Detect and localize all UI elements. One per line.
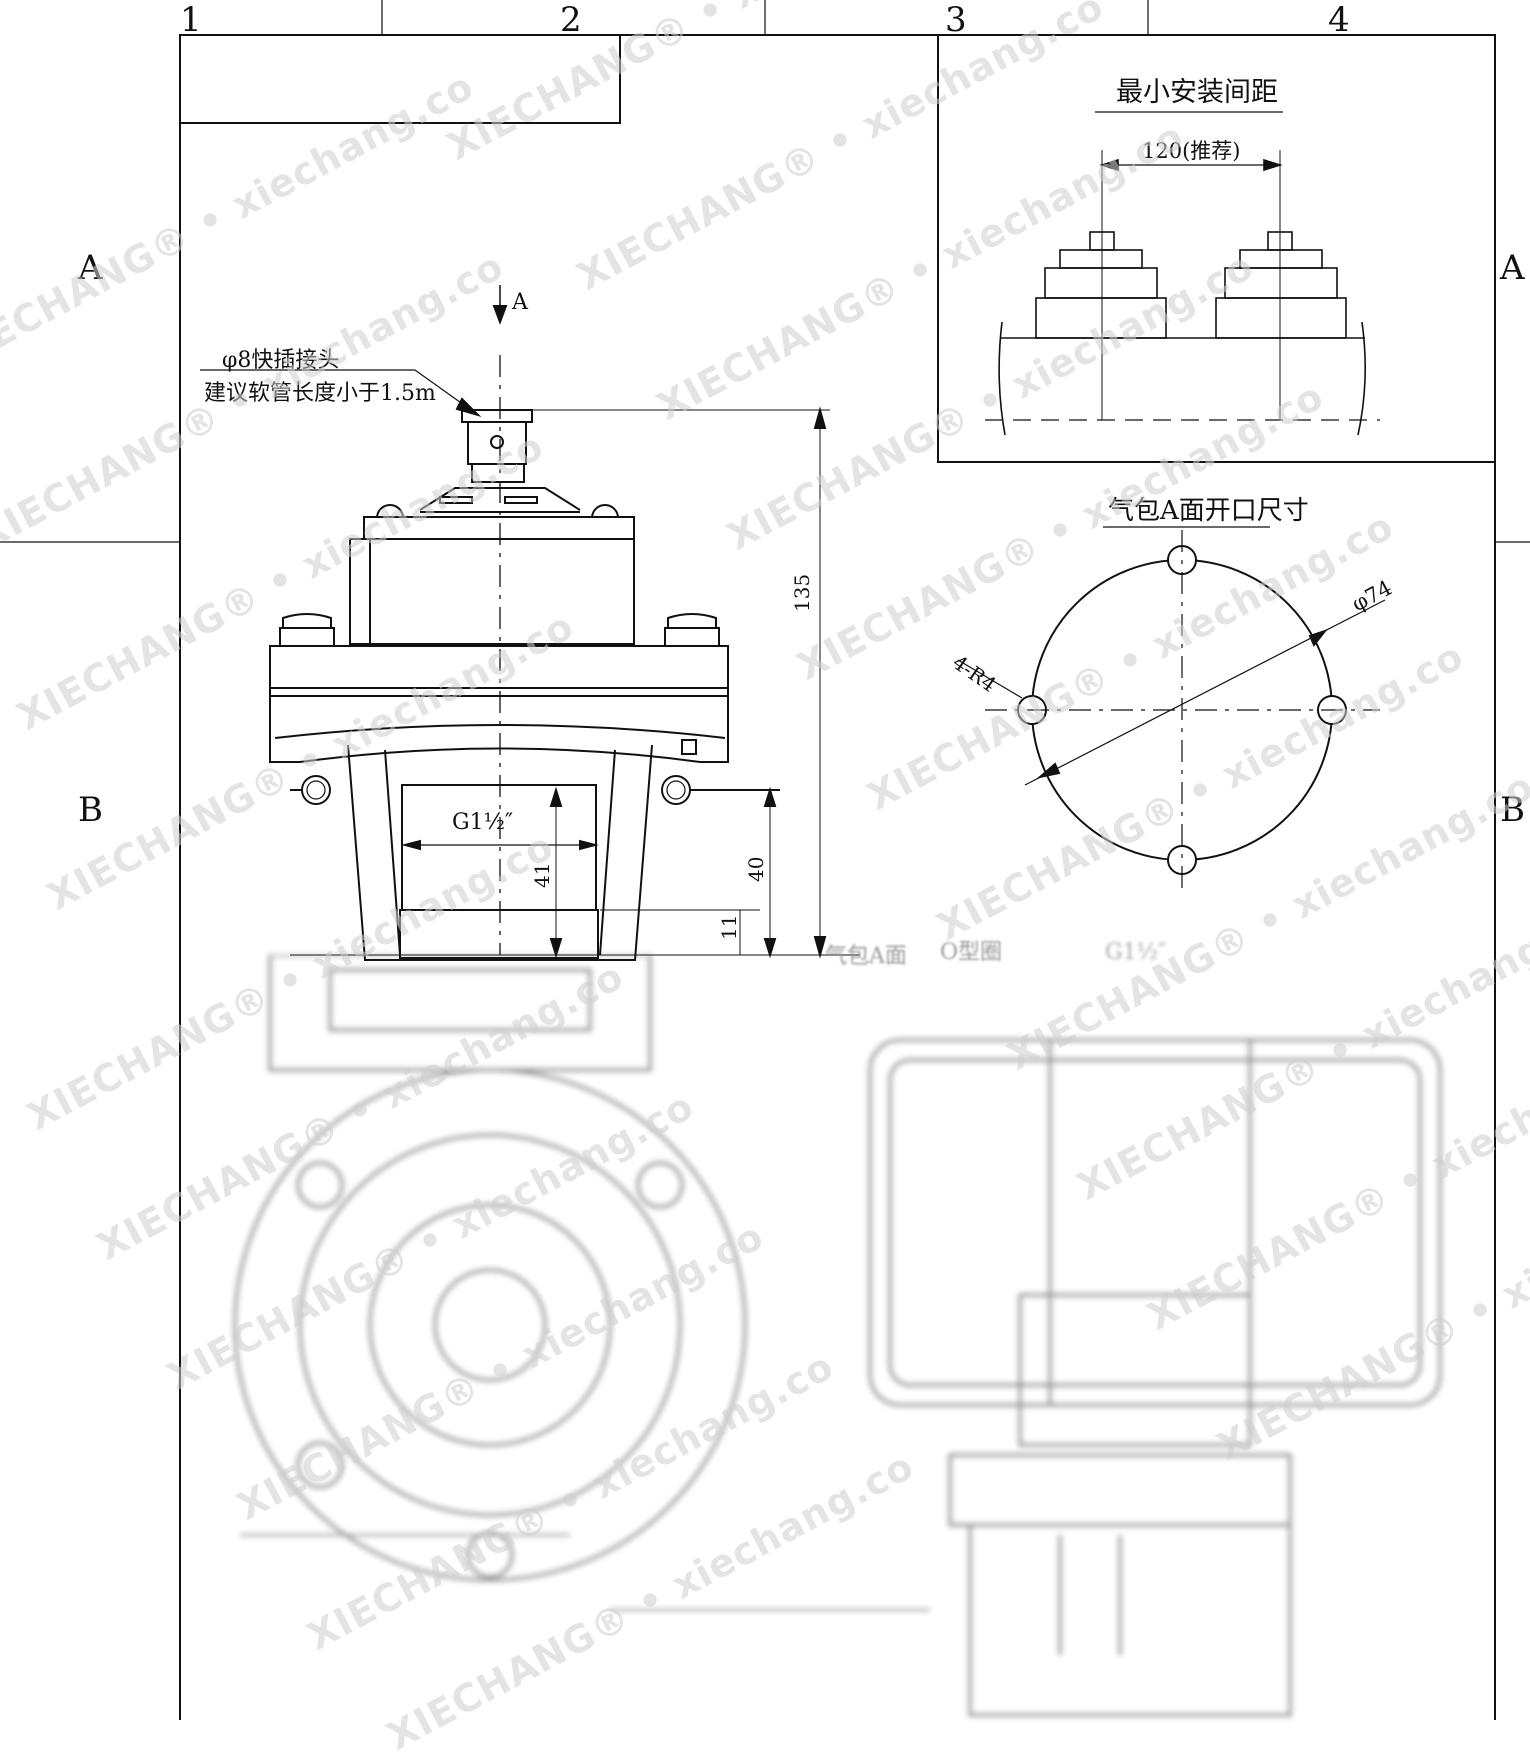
zone-label-b-left: B — [78, 790, 103, 830]
blurred-lower-section — [170, 953, 1530, 1720]
dim-41: 41 — [530, 862, 554, 888]
min-spacing-title: 最小安装间距 — [1116, 77, 1278, 108]
dim-11: 11 — [717, 914, 741, 940]
zone-label-b-right: B — [1500, 790, 1525, 830]
hose-note: 建议软管长度小于1.5m — [204, 381, 436, 406]
spacing-value: 120(推荐) — [1142, 139, 1241, 163]
connector-label: φ8快插接头 — [222, 348, 340, 373]
lower-label-thread: G1½″ — [1105, 940, 1167, 965]
drawing-geometry — [0, 0, 1530, 1720]
lower-label-o-ring: O型圈 — [940, 940, 1003, 965]
opening-title: 气包A面开口尺寸 — [1108, 496, 1309, 526]
zone-label-2: 2 — [560, 0, 582, 40]
dim-40: 40 — [744, 856, 768, 882]
thread-label: G1½″ — [452, 810, 514, 835]
dim-135: 135 — [790, 573, 814, 612]
view-arrow-label: A — [512, 290, 528, 315]
zone-label-3: 3 — [945, 0, 967, 40]
zone-label-4: 4 — [1328, 0, 1350, 40]
zone-label-a-left: A — [78, 248, 103, 288]
zone-label-a-right: A — [1500, 248, 1525, 288]
lower-label-face-a: 气包A面 — [825, 944, 907, 969]
zone-label-1: 1 — [180, 0, 202, 40]
